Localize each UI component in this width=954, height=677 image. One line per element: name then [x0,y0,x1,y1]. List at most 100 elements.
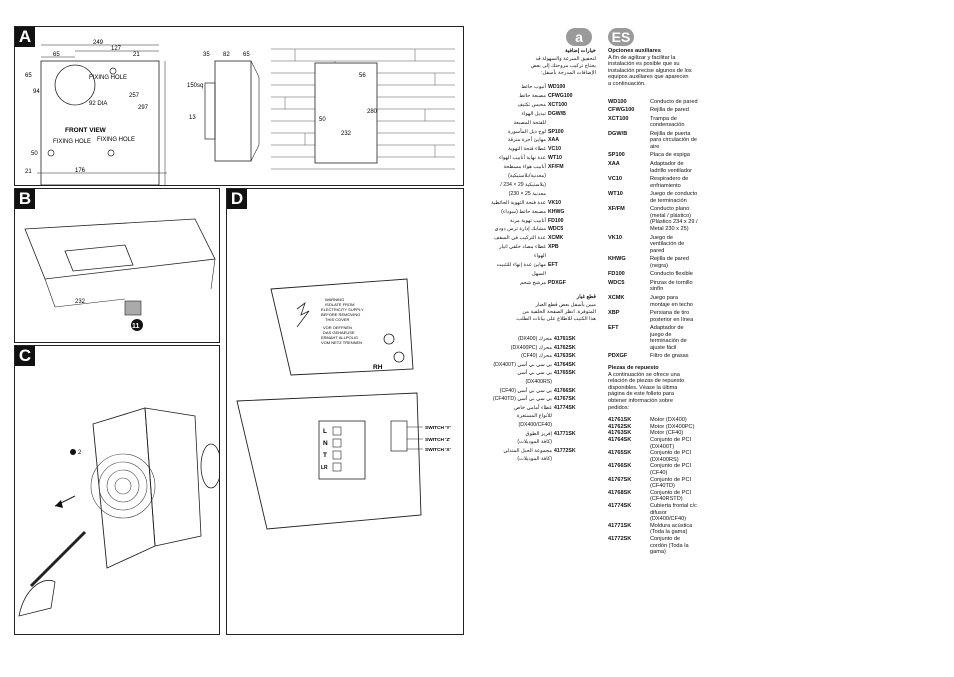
dim-35: 35 [203,52,210,58]
spanish-spare-code: 41765SK [608,450,632,457]
panel-a-drawing: 249 127 65 21 65 94 92 DIA 257 297 50 21… [25,40,455,185]
panel-d: D WARNING ISOLATE FROM ELECTRICITY SUPPL… [226,188,464,635]
arabic-accessory-code: WDC5 [548,226,564,233]
arabic-spare-code: 41767SK [554,396,576,403]
arabic-spare-desc: للأنواع المستعرة [516,413,552,420]
front-view-body [40,60,160,185]
arabic-spare-code: 41763SK [554,353,576,360]
spanish-accessory-desc: para circulación de [650,137,697,144]
svg-text:VOM NETZ TRENNEN: VOM NETZ TRENNEN [321,340,362,345]
spanish-accessory-desc: juego de [650,331,672,338]
hand-tool [124,300,142,316]
spanish-intro-line: instalación precise algunos de los [608,67,692,74]
panel-c-label: C [15,346,35,366]
spanish-accessory-desc: Juego para [650,294,678,301]
spanish-accessory-code: PDXGF [608,353,628,360]
spanish-accessory-code: XCMK [608,294,625,301]
fan-front-cover [92,407,156,569]
spanish-column: Opciones auxiliares A fin de agilizar y … [608,48,718,555]
spanish-accessory-desc: Respiradero de [650,176,689,182]
spanish-spares-intro-line: obtener información sobre [608,397,673,404]
spanish-spare-code: 41766SK [608,463,632,470]
arabic-spare-desc: (كافة الموديلات) [517,439,552,446]
arabic-accessory-code: XAA [548,137,559,144]
switch-y-label: SWITCH 'Y' [425,425,451,431]
panel-c: C 2 [14,345,220,635]
ceiling-cutout [64,244,134,272]
arabic-accessory-desc: معدنية 25 × 230) [508,190,546,197]
spanish-accessory-code: WT10 [608,191,623,198]
dim-21-top: 21 [133,52,140,58]
screwdriver-icon [18,530,87,617]
step-circle-c [70,449,76,455]
dim-257: 257 [129,93,140,99]
arabic-accessory-code: PDXGF [548,279,566,286]
spanish-accessory-desc: (negra) [650,262,669,269]
spanish-spare-desc: Moldura acústica [650,522,693,529]
front-view-label: FRONT VIEW [65,127,107,134]
spanish-accessory-desc: montaje en techo [650,301,693,308]
arabic-accessory-desc: أنبوب حائط [521,84,546,90]
outlet-circle [54,64,96,106]
spanish-spare-desc: (DX400RS) [650,456,679,463]
arabic-accessory-code: SP100 [548,128,564,135]
spanish-accessory-desc: pared [650,247,665,254]
dim-13: 13 [189,115,196,121]
spanish-accessory-desc: Metal 230 x 25) [650,226,689,232]
spanish-accessory-desc: Rejilla de pared [650,256,689,263]
arabic-accessories-intro-3: الإضافات المدرجة بأسفل: [541,70,596,76]
arabic-spare-code: 41761SK [554,336,576,342]
arabic-spare-desc: إفريز الطوق [525,430,552,437]
dim-65-side: 65 [243,52,250,58]
spanish-accessory-desc: Rejilla de pared [650,107,689,114]
wall-cutout [314,62,378,164]
arabic-accessory-desc: غطاء فتحة التهوية [508,146,546,153]
arabic-accessory-desc: مصبعة حائط [519,92,546,99]
arabic-accessory-code: KHWG [548,208,565,215]
spanish-accessory-code: VK10 [608,234,622,241]
spanish-accessory-code: XCT100 [608,115,629,122]
spanish-spare-desc: Motor (DX400PC) [650,423,695,430]
panel-a: A 249 127 65 21 65 94 92 DIA 257 297 50 … [14,26,464,186]
spanish-accessory-desc: Juego de [650,234,674,241]
arabic-accessory-code: XF/FM [548,164,564,171]
spanish-accessory-desc: Placa de espiga [650,152,690,159]
spanish-spare-code: 41761SK [608,417,632,424]
terminal-n: N [323,440,328,447]
dim-82: 82 [223,52,230,58]
arabic-accessory-code: DGW/B [548,110,566,117]
arabic-accessory-code: XCMK [548,235,564,242]
arabic-accessory-code: CFWG100 [548,92,573,99]
arabic-accessory-desc: مصبعة حائط (سوداء) [501,208,546,215]
spanish-accessory-desc: Persiana de tiro [650,310,690,316]
spanish-intro-line: a continuación. [608,81,646,87]
rh-label: RH [373,364,383,371]
arabic-spares-title: قطع غيار [576,294,596,300]
arabic-spare-code: 41772SK [554,447,576,454]
spanish-spares-intro-line: disponibles. Véase la última [608,384,678,391]
spanish-accessory-code: CFWG100 [608,107,635,114]
cutout-dim-232: 232 [75,299,86,305]
arabic-accessory-desc: عدة التركيب في السقف [494,235,546,242]
dim-297: 297 [138,105,149,111]
arabic-accessory-desc: تبديل الهواء [521,110,546,117]
arabic-accessory-desc: السهل [532,270,546,277]
dim-65-top: 65 [53,52,60,58]
arabic-accessory-desc: أنابيب تهوية مرنة [509,217,546,224]
spanish-spare-desc: Conjunto de PCI [650,450,692,457]
spanish-accessory-desc: posterior en línea [650,316,694,323]
fixing-hole-right-label: FIXING HOLE [97,137,135,143]
arabic-accessory-code: XPB [548,244,559,251]
arabic-accessory-desc: مهايئ أجرة مترقة [507,137,546,144]
spanish-spare-desc: difusor [650,509,667,516]
spanish-spare-desc: Conjunto de PCI [650,463,692,470]
spanish-accessory-desc: Conducto flexible [650,271,693,278]
fixing-hole-right [107,149,115,157]
spanish-accessory-desc: (metal / plástico) [650,212,692,219]
spanish-spare-desc: (Toda la gama) [650,529,688,536]
spanish-accessory-desc: de terminación [650,197,687,204]
side-view-body [214,60,252,162]
spanish-intro-line: A fin de agilizar y facilitar la [608,54,676,61]
arabic-spare-code: 41766SK [554,387,576,394]
arabic-spare-desc: بي سي بي أسي (CF40TD) [492,396,552,403]
